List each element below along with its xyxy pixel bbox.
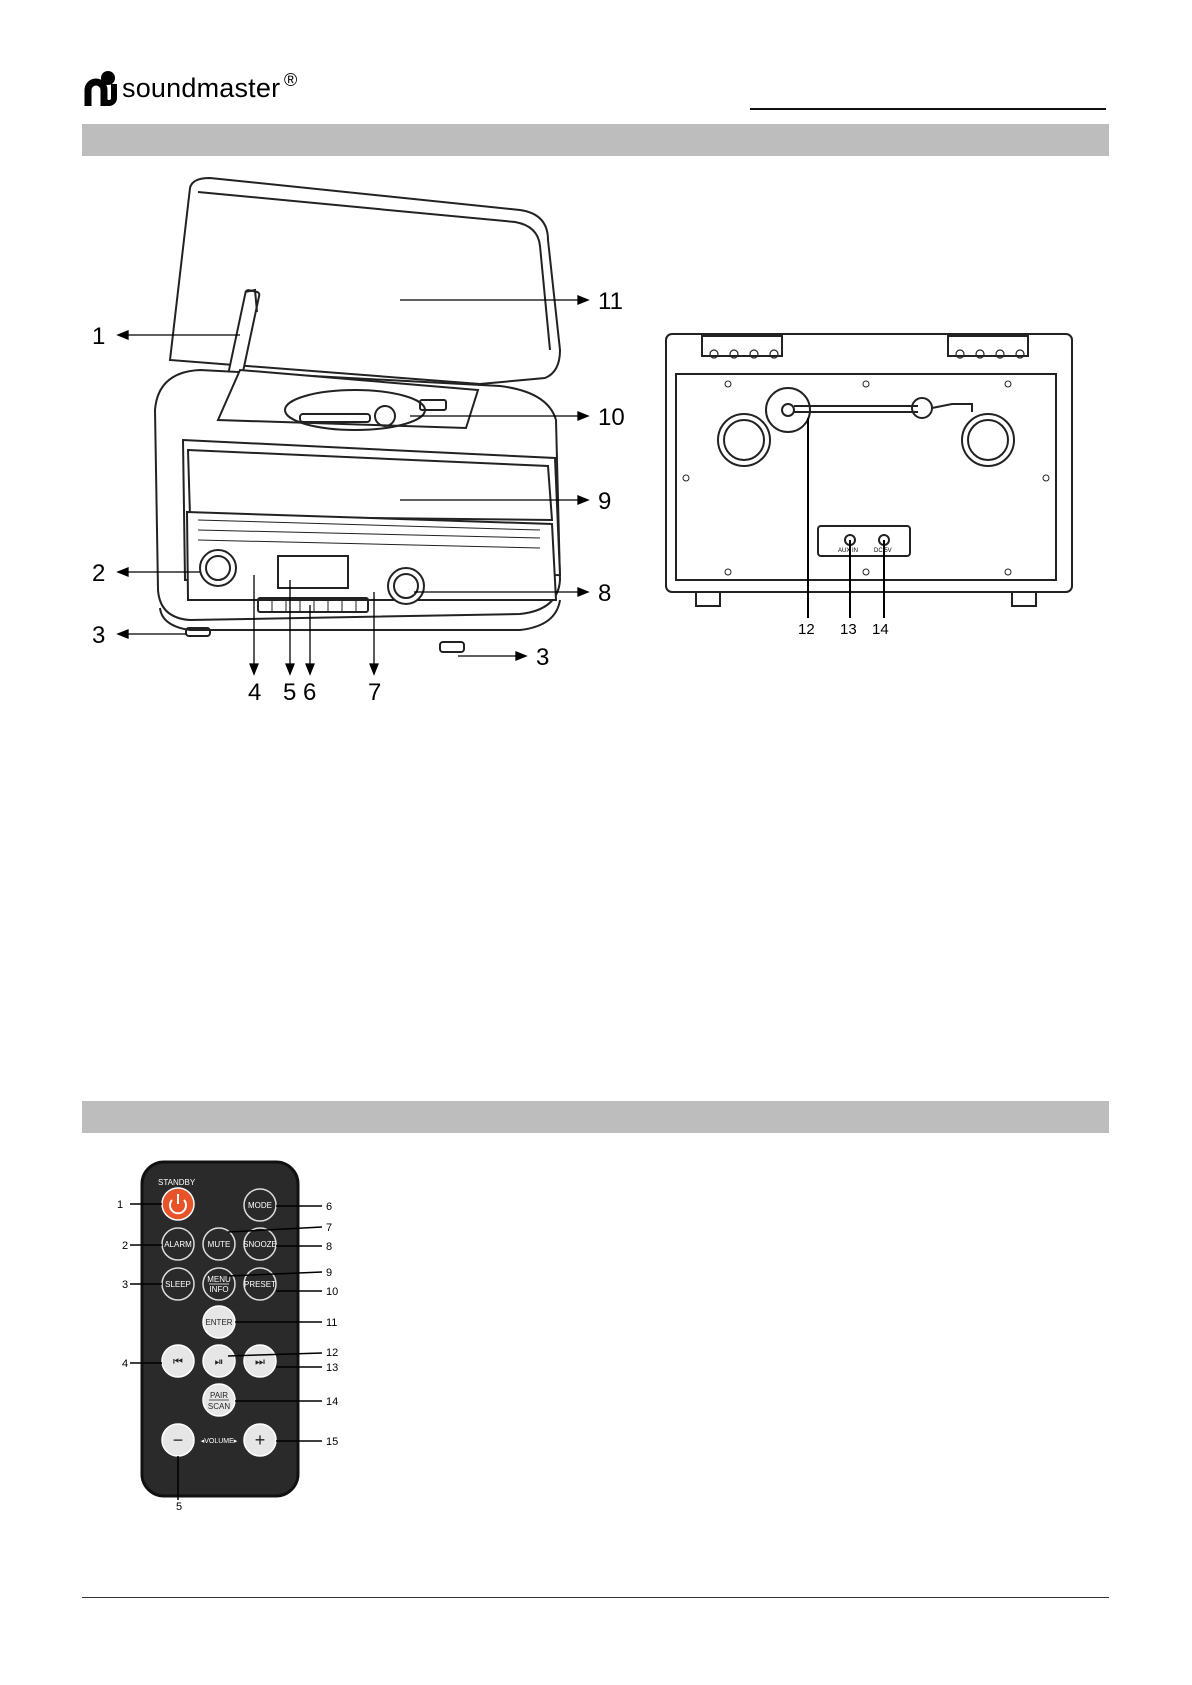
registered-mark: ® — [284, 70, 297, 91]
brand-logo: soundmaster ® — [84, 68, 314, 108]
standby-button[interactable] — [162, 1188, 194, 1220]
mute-button[interactable]: MUTE — [203, 1228, 235, 1260]
brand-name: soundmaster — [122, 73, 280, 104]
next-button[interactable]: ⏭ — [244, 1345, 276, 1377]
svg-text:ENTER: ENTER — [205, 1318, 232, 1327]
remote-callout-11: 11 — [326, 1317, 337, 1329]
remote-callout-13: 13 — [326, 1362, 338, 1374]
standby-label: STANDBY — [158, 1178, 196, 1187]
remote-callout-2: 2 — [122, 1240, 128, 1252]
remote-callout-14: 14 — [326, 1396, 338, 1408]
jack-label-dc: DC 5V — [874, 548, 892, 554]
callout-8: 8 — [598, 580, 611, 607]
volume-label: ◂VOLUME▸ — [201, 1438, 238, 1445]
back-view-diagram: AUX IN DC 5V 12 13 14 — [660, 325, 1080, 645]
sleep-button[interactable]: SLEEP — [162, 1268, 194, 1300]
svg-text:ALARM: ALARM — [164, 1240, 192, 1249]
callout-5: 5 — [283, 679, 296, 706]
svg-text:MENU: MENU — [207, 1275, 231, 1284]
remote-callout-8: 8 — [326, 1241, 332, 1253]
remote-callout-3: 3 — [122, 1279, 128, 1291]
remote-control-diagram: STANDBY MODE ALARM MUTE SNOOZE SLEEP M — [110, 1155, 360, 1515]
soundmaster-logo-icon — [84, 68, 118, 108]
remote-callout-6: 6 — [326, 1201, 332, 1213]
previous-button[interactable]: ⏮ — [162, 1345, 194, 1377]
callout-7: 7 — [368, 679, 381, 706]
section-bar-remote — [82, 1101, 1109, 1133]
remote-callout-15: 15 — [326, 1436, 338, 1448]
alarm-button[interactable]: ALARM — [162, 1228, 194, 1260]
enter-button[interactable]: ENTER — [203, 1306, 235, 1338]
preset-button[interactable]: PRESET — [244, 1268, 276, 1300]
svg-text:MUTE: MUTE — [208, 1240, 231, 1249]
remote-callout-9: 9 — [326, 1267, 332, 1279]
callout-12: 12 — [798, 621, 815, 638]
remote-callout-12: 12 — [326, 1347, 338, 1359]
svg-text:PAIR: PAIR — [210, 1391, 228, 1400]
remote-callout-4: 4 — [122, 1358, 128, 1370]
svg-text:SNOOZE: SNOOZE — [243, 1240, 277, 1249]
front-view-diagram: 11 10 9 8 3 1 2 3 4 5 6 7 — [84, 170, 644, 710]
volume-down-button[interactable]: − — [162, 1424, 194, 1456]
svg-text:SCAN: SCAN — [208, 1402, 230, 1411]
play-pause-icon: ⏯ — [215, 1356, 224, 1368]
minus-icon: − — [173, 1430, 184, 1450]
callout-11: 11 — [598, 288, 623, 315]
pair-scan-button[interactable]: PAIR SCAN — [203, 1384, 235, 1416]
jack-label-aux: AUX IN — [838, 548, 858, 554]
callout-2: 2 — [92, 560, 105, 587]
callout-1: 1 — [92, 323, 105, 350]
volume-up-button[interactable]: + — [244, 1424, 276, 1456]
callout-13: 13 — [840, 621, 857, 638]
footer-rule — [82, 1597, 1109, 1598]
svg-text:PRESET: PRESET — [244, 1280, 276, 1289]
remote-callout-7: 7 — [326, 1222, 332, 1234]
next-icon: ⏭ — [255, 1356, 265, 1368]
svg-text:INFO: INFO — [209, 1285, 228, 1294]
callout-3-right: 3 — [536, 644, 549, 671]
svg-text:MODE: MODE — [248, 1201, 272, 1210]
play-pause-button[interactable]: ⏯ — [203, 1345, 235, 1377]
callout-14: 14 — [872, 621, 889, 638]
mode-button[interactable]: MODE — [244, 1189, 276, 1221]
remote-callout-10: 10 — [326, 1286, 338, 1298]
callout-10: 10 — [598, 404, 625, 431]
section-bar-unit — [82, 124, 1109, 156]
snooze-button[interactable]: SNOOZE — [243, 1228, 277, 1260]
callout-9: 9 — [598, 488, 611, 515]
remote-callout-5: 5 — [176, 1501, 182, 1513]
menu-info-button[interactable]: MENU INFO — [203, 1268, 235, 1300]
remote-callout-1: 1 — [117, 1199, 123, 1211]
svg-text:SLEEP: SLEEP — [165, 1280, 191, 1289]
callout-3-left: 3 — [92, 622, 105, 649]
header-rule — [750, 108, 1106, 110]
callout-4: 4 — [248, 679, 261, 706]
previous-icon: ⏮ — [173, 1356, 183, 1368]
plus-icon: + — [255, 1430, 266, 1450]
callout-6: 6 — [303, 679, 316, 706]
